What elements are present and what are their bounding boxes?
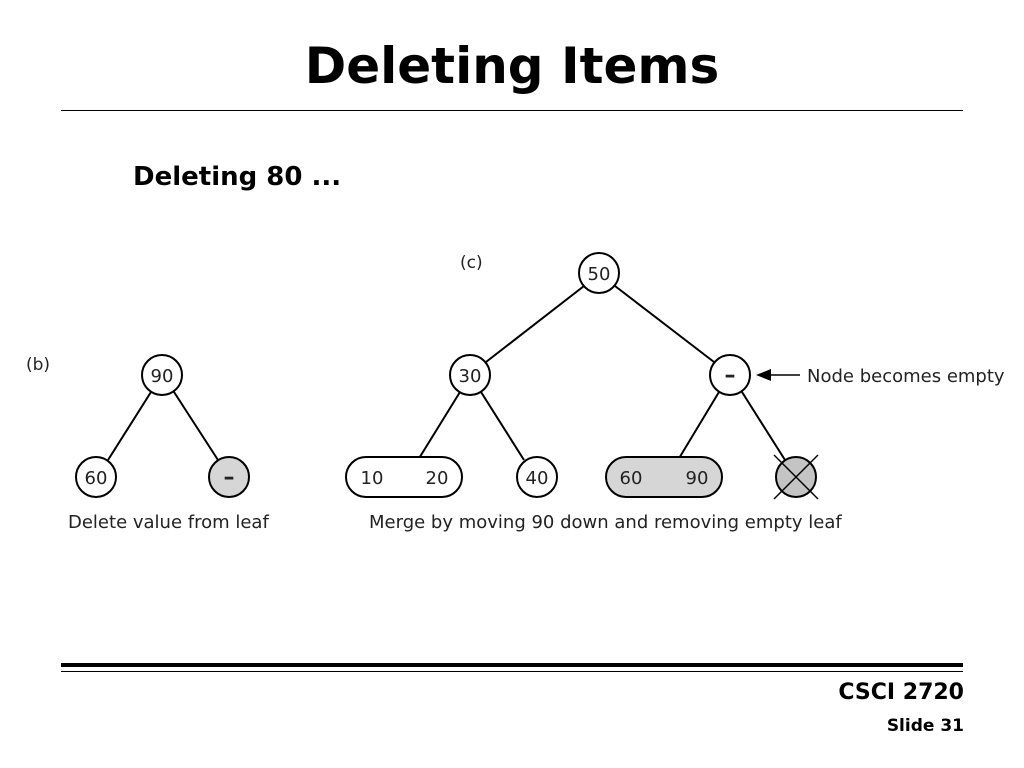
node-becomes-empty-annotation: Node becomes empty — [807, 366, 1005, 387]
node-60-90 — [605, 456, 723, 498]
edge-90-empty — [173, 391, 219, 461]
slide-title: Deleting Items — [304, 37, 720, 95]
node-60-90-right-label: 90 — [686, 468, 709, 489]
node-50 — [578, 252, 620, 294]
edge-50-30 — [485, 285, 585, 363]
diagram-c-caption: Merge by moving 90 down and removing emp… — [369, 512, 842, 533]
edge-30-1020 — [417, 391, 461, 461]
diagram-b-caption: Delete value from leaf — [68, 512, 269, 533]
node-90 — [141, 354, 183, 396]
diagram-b: (b) 90 60 – Delete value from leaf — [26, 354, 269, 533]
node-30 — [449, 354, 491, 396]
node-90-label: 90 — [151, 366, 174, 387]
node-empty-leaf-label: – — [224, 465, 235, 490]
node-30-label: 30 — [459, 366, 482, 387]
node-40-label: 40 — [526, 468, 549, 489]
edge-empty-6090 — [677, 391, 720, 461]
node-40 — [516, 456, 558, 498]
course-label: CSCI 2720 — [838, 680, 964, 705]
node-10-20-left-label: 10 — [361, 468, 384, 489]
node-10-20-right-label: 20 — [426, 468, 449, 489]
node-50-label: 50 — [588, 264, 611, 285]
node-60 — [75, 456, 117, 498]
node-empty-internal — [709, 354, 751, 396]
title-divider — [61, 110, 963, 111]
edge-30-40 — [480, 391, 525, 461]
slide-subtitle: Deleting 80 ... — [133, 162, 342, 192]
node-empty-internal-label: – — [725, 363, 736, 388]
node-10-20 — [345, 456, 463, 498]
edge-90-60 — [107, 391, 152, 461]
arrow-icon — [756, 369, 800, 381]
footer-divider-thick — [61, 663, 963, 667]
removed-leaf-icon — [773, 454, 819, 500]
node-60-label: 60 — [85, 468, 108, 489]
slide-number: Slide 31 — [886, 716, 964, 736]
diagram-b-label: (b) — [26, 355, 50, 375]
edge-empty-removed — [741, 391, 786, 461]
node-empty-leaf — [208, 456, 250, 498]
footer-divider-thin — [61, 671, 963, 672]
diagram-c-label: (c) — [460, 253, 483, 273]
edge-50-empty — [614, 285, 715, 363]
diagram-c: (c) 50 30 – 10 20 40 60 90 Node becomes … — [345, 252, 1005, 533]
node-60-90-left-label: 60 — [620, 468, 643, 489]
